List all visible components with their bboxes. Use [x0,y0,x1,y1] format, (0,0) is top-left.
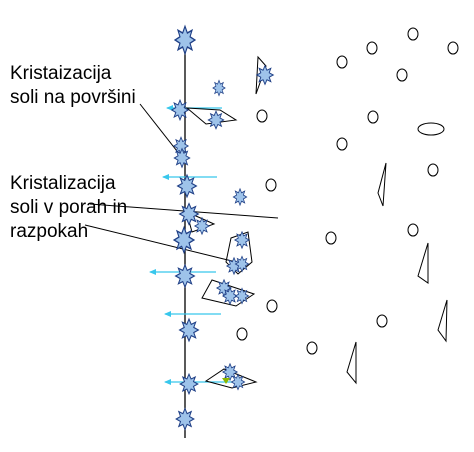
salt-crystal [194,217,210,235]
salt-crystal [256,65,274,85]
label-surface-crystallization: Kristaizacija soli na površini [10,62,136,110]
label-pore-crystallization: Kristalizacija soli v porah in razpokah [10,172,127,244]
pore [266,299,278,313]
pore [325,231,337,245]
pore [236,327,248,341]
salt-crystal [179,318,199,342]
evaporation-arrows [149,105,232,385]
crack [417,242,429,284]
salt-crystal [173,226,195,254]
crack-outline [204,368,258,389]
salt-crystal [234,231,250,249]
salt-crystal [175,264,195,288]
salt-crystal [212,79,226,97]
mineral-grain-accent [222,378,230,384]
salt-crystal [179,202,199,226]
salt-crystal [177,174,197,198]
pore [336,55,348,69]
salt-crystal [173,148,191,168]
crack [377,162,387,207]
salt-crystal [174,25,196,55]
rock-interior-pores [236,27,459,385]
label-line: Kristalizacija [10,173,116,194]
pore [427,163,439,177]
pore [407,27,419,41]
salt-crystal [234,287,250,305]
label-line: razpokah [10,221,89,242]
salt-crystal [179,373,199,395]
pore [265,178,277,192]
salt-crystal [232,188,248,206]
label-line: soli v porah in [10,197,128,218]
pore [366,41,378,55]
salt-crystal [171,99,189,121]
pore [367,110,379,124]
pore [306,341,318,355]
pore [447,41,459,55]
label-line: Kristaizacija [10,63,112,84]
pore [396,68,408,82]
crack [437,299,448,343]
crack [346,341,357,385]
salt-crystal [175,407,195,431]
pore [417,122,445,136]
label-line: soli na površini [10,87,136,108]
pore [407,223,419,237]
salt-crystal [207,110,225,130]
crack-outline [185,107,238,125]
salt-crystal [234,255,250,273]
pore [376,314,388,328]
pore [336,137,348,151]
leader-line-pores-2 [84,224,237,263]
pore [256,109,268,123]
salt-crystal [230,373,246,391]
